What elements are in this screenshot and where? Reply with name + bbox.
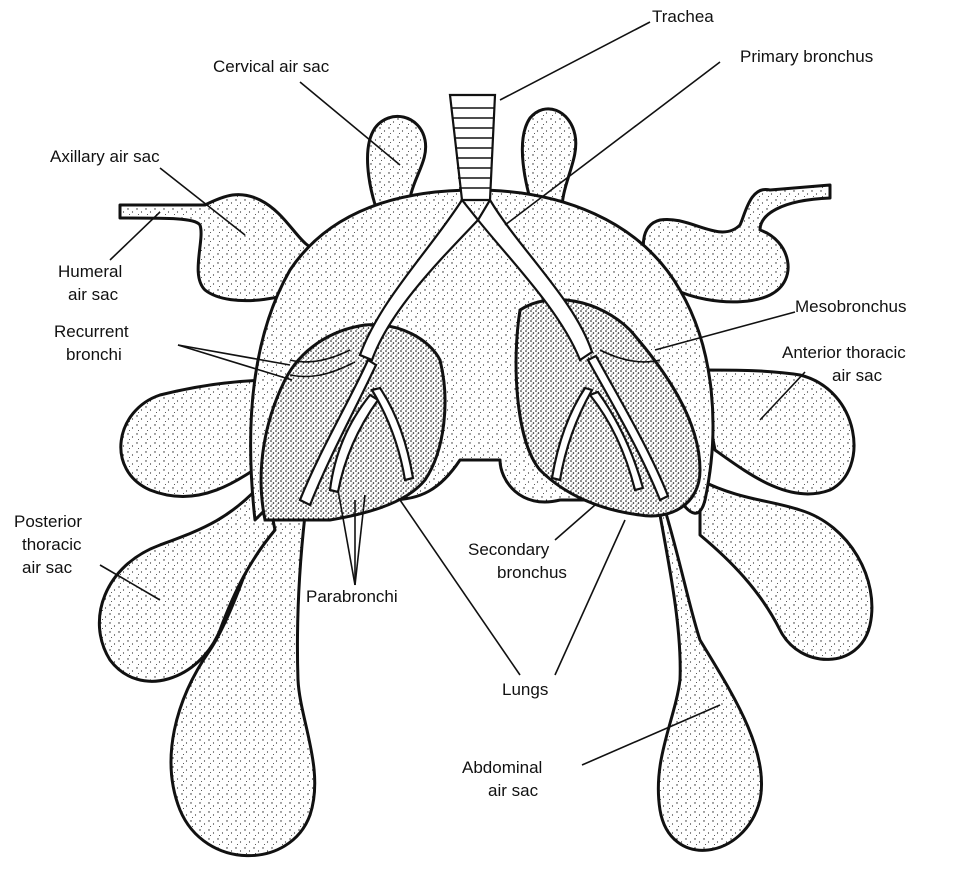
label-cervical-air-sac: Cervical air sac xyxy=(213,57,330,76)
label-parabronchi: Parabronchi xyxy=(306,587,398,606)
label-humeral-air-sac-line1: Humeral xyxy=(58,262,122,281)
right-anterior-thoracic-air-sac xyxy=(700,370,854,494)
label-posterior-thoracic-line2: thoracic xyxy=(22,535,82,554)
label-primary-bronchus: Primary bronchus xyxy=(740,47,873,66)
right-posterior-thoracic-air-sac xyxy=(700,480,872,659)
label-anterior-thoracic-line2: air sac xyxy=(832,366,883,385)
label-posterior-thoracic-line3: air sac xyxy=(22,558,73,577)
trachea-tube xyxy=(450,95,495,200)
label-abdominal-air-sac-line1: Abdominal xyxy=(462,758,542,777)
label-secondary-bronchus-line2: bronchus xyxy=(497,563,567,582)
label-axillary-air-sac: Axillary air sac xyxy=(50,147,160,166)
label-abdominal-air-sac-line2: air sac xyxy=(488,781,539,800)
label-trachea: Trachea xyxy=(652,7,714,26)
label-secondary-bronchus-line1: Secondary xyxy=(468,540,550,559)
label-posterior-thoracic-line1: Posterior xyxy=(14,512,82,531)
label-recurrent-bronchi-line2: bronchi xyxy=(66,345,122,364)
label-anterior-thoracic-line1: Anterior thoracic xyxy=(782,343,906,362)
label-mesobronchus: Mesobronchus xyxy=(795,297,907,316)
label-humeral-air-sac-line2: air sac xyxy=(68,285,119,304)
label-recurrent-bronchi-line1: Recurrent xyxy=(54,322,129,341)
label-lungs: Lungs xyxy=(502,680,548,699)
